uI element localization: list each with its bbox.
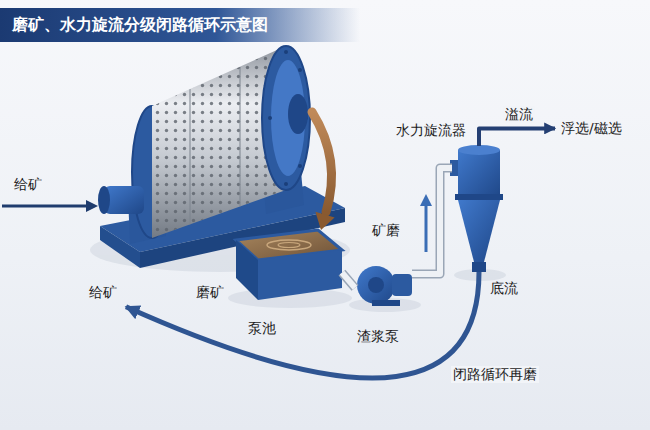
edge-label: 溢流: [503, 106, 535, 123]
annotation-label: 磨矿: [196, 284, 224, 301]
slurry-pipe: [342, 273, 355, 288]
node-label: 给矿: [89, 284, 117, 301]
slurry-pump: 渣浆泵: [355, 262, 412, 305]
edge-label: 闭路循环再磨: [451, 366, 539, 383]
hydrocyclone: 水力旋流器: [452, 146, 502, 272]
flow-up-arrow: [420, 194, 432, 252]
feed-arrow: [2, 200, 98, 212]
node-label: 水力旋流器: [396, 122, 466, 139]
flow-arrow: [126, 272, 479, 378]
pump-sump: [236, 230, 342, 300]
process-target: 浮选/磁选: [558, 118, 625, 139]
pump-sump: 泵池: [236, 228, 342, 300]
diagram-title: 磨矿、水力旋流分级闭路循环示意图: [12, 15, 268, 34]
title-banner: [0, 8, 360, 42]
rotation-arrow: [312, 112, 335, 230]
node-label: 泵池: [248, 320, 276, 337]
annotation-label: 给矿: [14, 176, 42, 193]
flow-arrow: [479, 128, 555, 146]
hydrocyclone: [450, 145, 503, 272]
slurry-pump: [357, 266, 412, 306]
node-label: 浮选/磁选: [561, 120, 622, 137]
ball-mill: [98, 46, 345, 268]
node-label: 渣浆泵: [357, 328, 399, 345]
annotation-label: 底流: [490, 280, 518, 297]
slurry-pipe: [412, 168, 452, 274]
feed-target: 给矿: [86, 282, 120, 303]
annotation-label: 矿磨: [372, 222, 400, 239]
